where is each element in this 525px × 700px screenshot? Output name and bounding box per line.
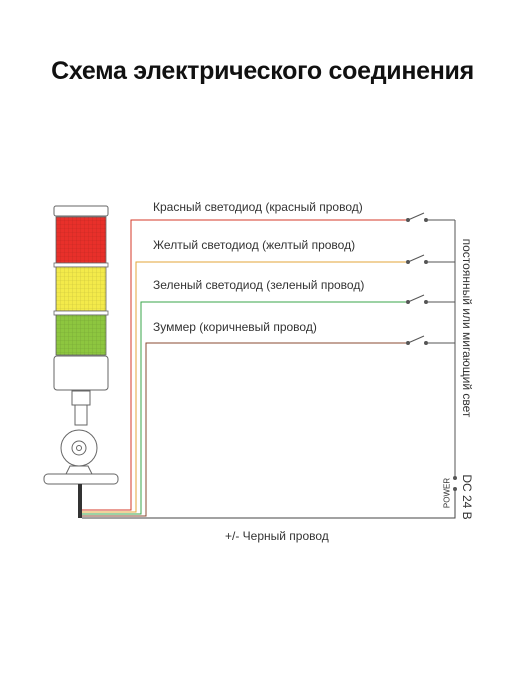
red-switch bbox=[406, 212, 428, 222]
light-mode-label: постоянный или мигающий свет bbox=[460, 238, 474, 418]
switches bbox=[406, 212, 457, 491]
tower-base bbox=[43, 473, 119, 485]
red-wire bbox=[82, 219, 406, 511]
power-voltage-label: DC 24 В bbox=[460, 474, 474, 520]
black-wire-label: +/- Черный провод bbox=[225, 529, 329, 543]
yellow-wire-label: Желтый светодиод (желтый провод) bbox=[153, 238, 356, 252]
power-terminal bbox=[453, 476, 457, 491]
red-wire-label: Красный светодиод (красный провод) bbox=[153, 200, 363, 214]
brown-wire-label: Зуммер (коричневый провод) bbox=[153, 320, 317, 334]
common-bus bbox=[428, 219, 456, 476]
power-label: POWER bbox=[442, 477, 452, 509]
yellow-switch bbox=[406, 254, 428, 264]
diagram-title: Схема электрического соединения bbox=[51, 57, 474, 85]
green-switch bbox=[406, 294, 428, 304]
signal-tower bbox=[43, 205, 119, 518]
brown-wire bbox=[82, 342, 406, 517]
buzzer-body bbox=[53, 355, 109, 391]
green-wire bbox=[82, 301, 406, 515]
black-wire bbox=[82, 490, 456, 519]
wires bbox=[82, 219, 456, 519]
brown-switch bbox=[406, 335, 428, 345]
yellow-wire bbox=[82, 261, 406, 513]
green-wire-label: Зеленый светодиод (зеленый провод) bbox=[153, 278, 365, 292]
